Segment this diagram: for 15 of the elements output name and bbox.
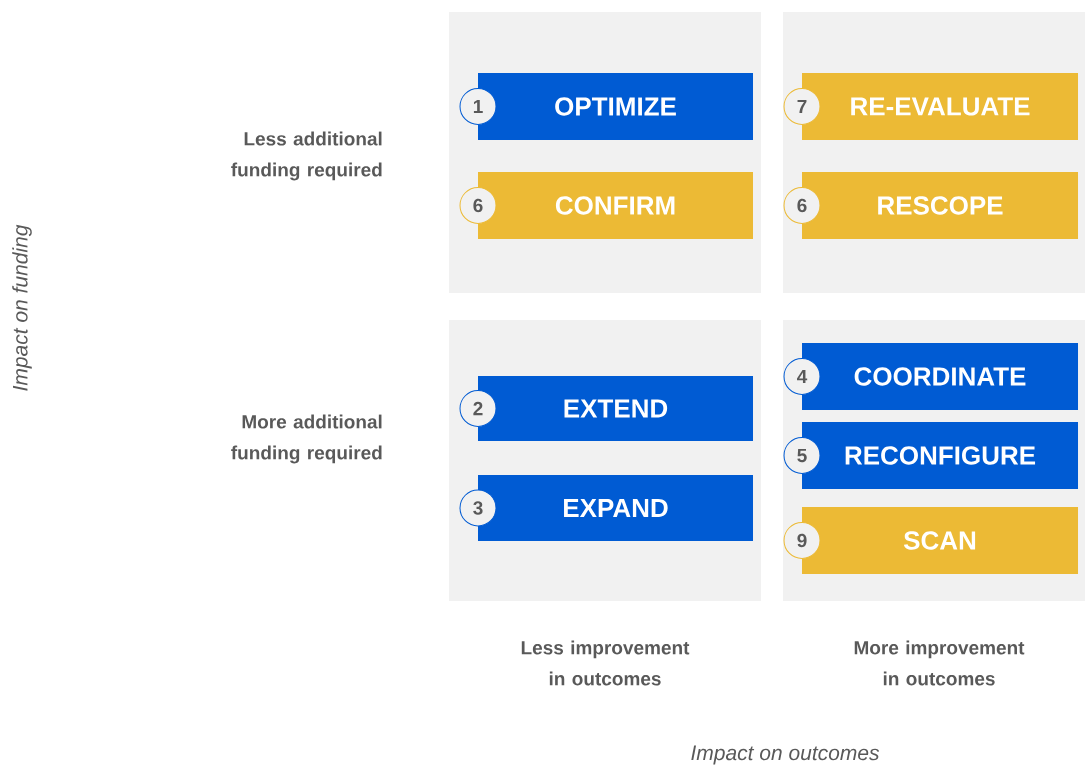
number-badge: 5 [783,437,821,474]
number-badge: 1 [459,88,497,125]
number-badge: 2 [459,390,497,427]
row-label: More additional funding required [231,414,382,464]
column-label: More improvement in outcomes [854,640,1025,686]
number-badge: 6 [783,187,821,224]
number-badge: 3 [459,489,497,527]
number-badge: 4 [783,358,821,395]
number-badge: 9 [783,522,821,559]
number-badge: 6 [459,187,497,224]
column-label: Less improvement in outcomes [521,640,690,686]
number-badge: 7 [783,88,821,125]
axis-title: Impact on funding [12,224,32,391]
axis-title: Impact on outcomes [691,745,880,765]
row-label: Less additional funding required [231,131,382,181]
